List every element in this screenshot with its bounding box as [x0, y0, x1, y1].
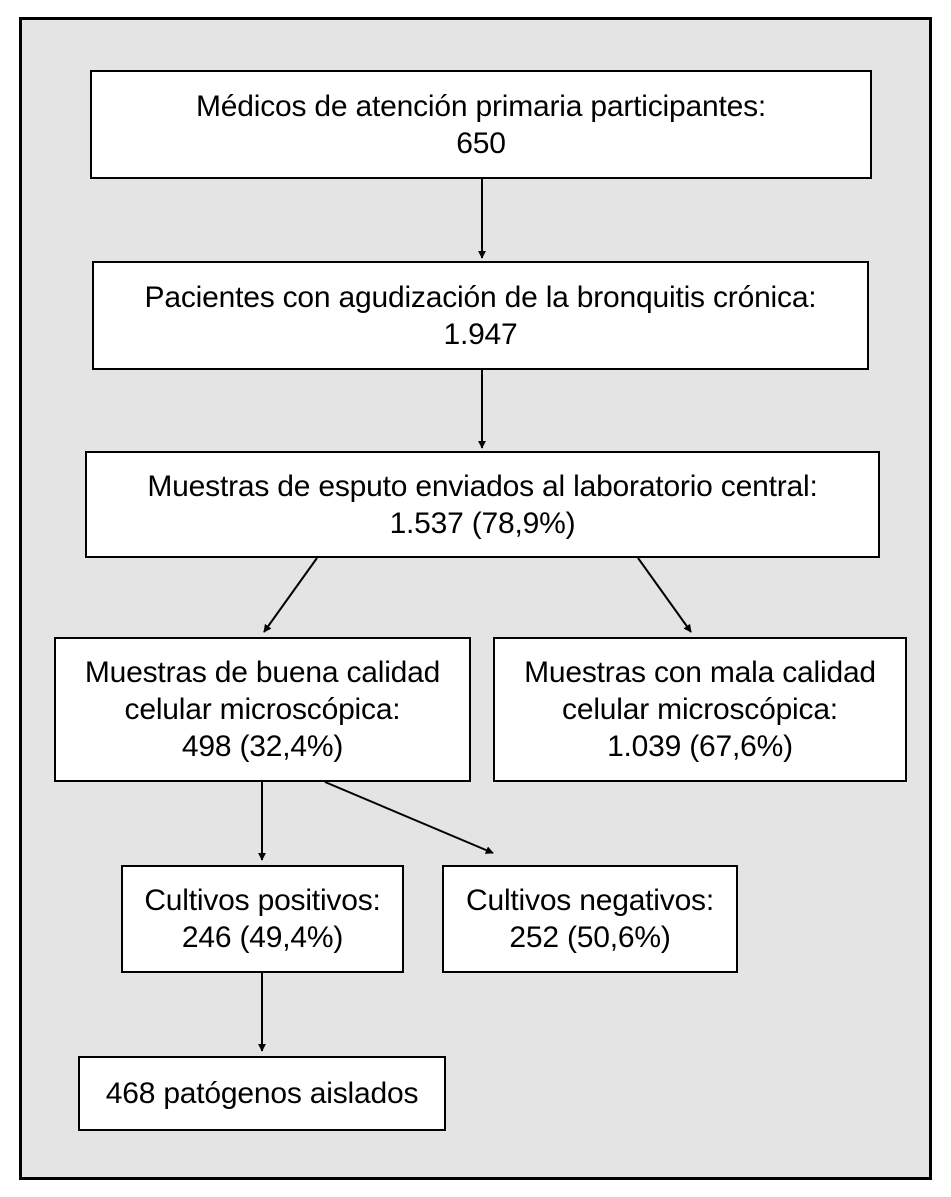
- box-medicos-value: 650: [456, 126, 506, 160]
- box-buena-calidad: Muestras de buena calidad celular micros…: [54, 637, 471, 782]
- box-mala-calidad-label-2: celular microscópica:: [562, 693, 838, 726]
- box-patogenos-label: 468 patógenos aislados: [105, 1077, 419, 1110]
- box-muestras-esputo-value: 1.537 (78,9%): [389, 506, 576, 540]
- box-cultivos-positivos: Cultivos positivos: 246 (49,4%): [121, 865, 404, 973]
- box-buena-calidad-label-1: Muestras de buena calidad: [84, 656, 441, 689]
- box-cultivos-positivos-value: 246 (49,4%): [181, 921, 344, 954]
- box-medicos: Médicos de atención primaria participant…: [90, 70, 872, 179]
- arrow-muestras-to-buena: [263, 557, 318, 633]
- box-cultivos-positivos-label: Cultivos positivos:: [144, 884, 381, 917]
- box-patogenos: 468 patógenos aislados: [78, 1056, 446, 1131]
- box-medicos-label: Médicos de atención primaria participant…: [195, 89, 767, 123]
- box-cultivos-negativos-value: 252 (50,6%): [509, 921, 671, 954]
- box-mala-calidad-value: 1.039 (67,6%): [607, 730, 793, 763]
- box-mala-calidad-label-1: Muestras con mala calidad: [524, 656, 876, 689]
- box-muestras-esputo-label: Muestras de esputo enviados al laborator…: [147, 469, 818, 503]
- arrow-buena-to-negativos: [324, 781, 494, 854]
- box-buena-calidad-value: 498 (32,4%): [181, 730, 344, 763]
- box-cultivos-negativos: Cultivos negativos: 252 (50,6%): [442, 865, 738, 973]
- box-pacientes-label: Pacientes con agudización de la bronquit…: [144, 280, 817, 314]
- box-mala-calidad: Muestras con mala calidad celular micros…: [493, 637, 907, 782]
- box-pacientes-value: 1.947: [443, 317, 518, 351]
- box-pacientes: Pacientes con agudización de la bronquit…: [92, 261, 869, 370]
- box-cultivos-negativos-label: Cultivos negativos:: [466, 884, 714, 917]
- box-muestras-esputo: Muestras de esputo enviados al laborator…: [85, 451, 880, 558]
- diagram-frame: [19, 17, 932, 1180]
- arrow-muestras-to-mala: [637, 557, 692, 633]
- box-buena-calidad-label-2: celular microscópica:: [124, 693, 401, 726]
